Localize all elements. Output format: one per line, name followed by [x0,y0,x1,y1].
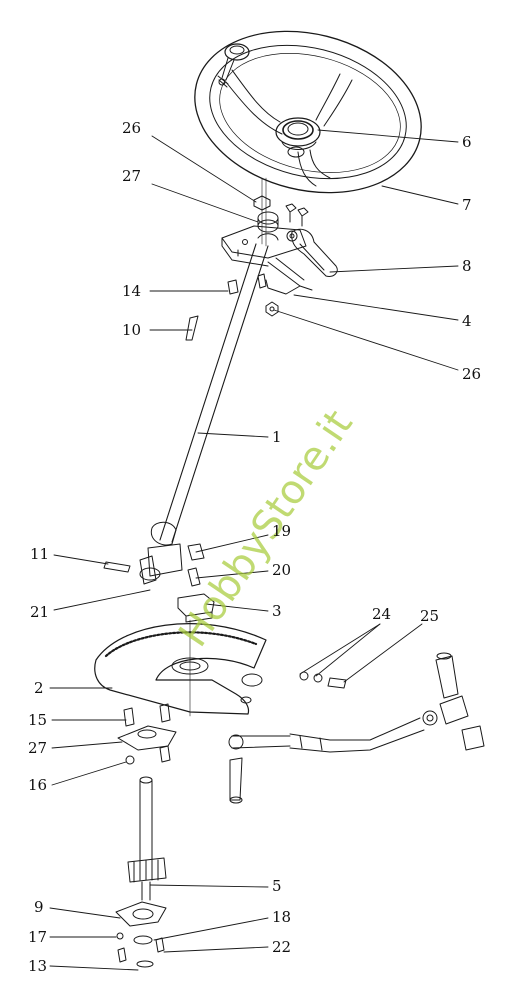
lower-assembly [115,703,177,968]
gear-segment [94,593,267,717]
callout-1: 1 [272,428,282,446]
tie-rod [228,652,485,804]
steering-wheel [194,30,422,194]
callout-2: 2 [34,679,44,697]
callout-9: 9 [34,898,44,916]
callout-16: 16 [28,776,48,794]
callout-26-lower: 26 [462,365,482,383]
callout-25: 25 [420,607,440,625]
callout-3: 3 [272,602,282,620]
callout-21: 21 [30,603,50,621]
callout-18: 18 [272,908,292,926]
callout-6: 6 [462,133,472,151]
callout-26-upper: 26 [122,119,142,137]
callout-24: 24 [372,605,392,623]
callout-8: 8 [462,257,472,275]
callout-22: 22 [272,938,292,956]
callout-17: 17 [28,928,48,946]
callout-14: 14 [122,282,142,300]
callout-15: 15 [28,711,48,729]
callout-19: 19 [272,522,292,540]
callout-13: 13 [28,957,48,975]
steering-shaft [103,177,269,587]
callout-4: 4 [462,312,472,330]
upper-bracket [185,195,338,341]
callout-10: 10 [122,321,142,339]
callout-20: 20 [272,561,292,579]
callout-11: 11 [30,545,50,563]
callout-27-lower: 27 [28,739,48,757]
callout-7: 7 [462,196,472,214]
leader-lines [49,129,459,971]
callout-27-upper: 27 [122,167,142,185]
callout-5: 5 [272,877,282,895]
